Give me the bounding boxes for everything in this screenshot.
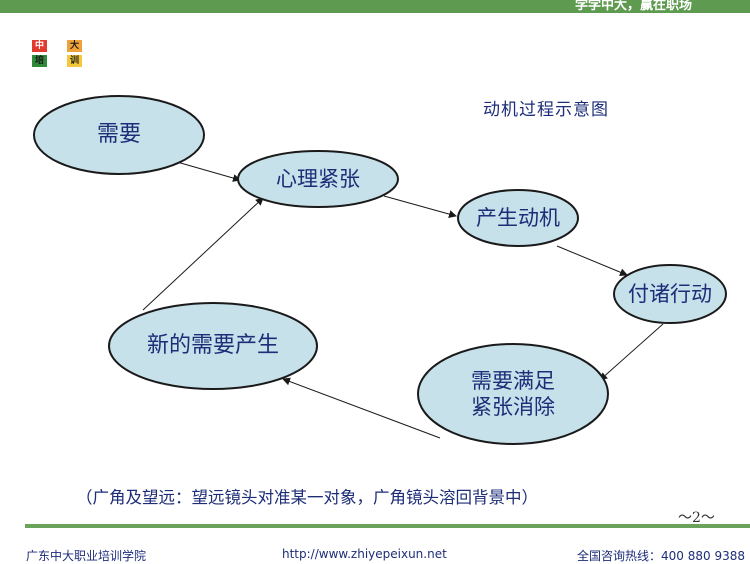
edge-motive-to-action — [556, 245, 628, 277]
logo-char-top-left: 中 — [32, 40, 47, 52]
edge-new_need-to-tension — [142, 197, 264, 311]
header-slogan: 学学中大，赢在职场 — [574, 0, 692, 13]
caption: （广角及望远：望远镜头对准某一对象，广角镜头溶回背景中） — [76, 488, 538, 507]
logo: 中 大 培 训 — [31, 40, 99, 68]
footer-divider — [25, 524, 750, 528]
node-satisfied — [417, 343, 609, 445]
logo-char-bottom-left: 培 — [32, 55, 47, 67]
node-tension — [237, 150, 399, 208]
node-label-motive: 产生动机 — [476, 205, 560, 230]
edge-satisfied-to-new_need — [282, 377, 441, 439]
page-number: ～2～ — [678, 510, 715, 526]
node-new_need — [108, 302, 318, 390]
logo-char-bottom-right: 训 — [67, 55, 82, 67]
edge-need-to-tension — [176, 161, 241, 182]
footer-url: http://www.zhiyepeixun.net — [282, 547, 447, 561]
footer-org: 广东中大职业培训学院 — [26, 549, 147, 563]
diagram-nodes — [33, 95, 727, 445]
edge-tension-to-motive — [383, 195, 457, 218]
node-label-action: 付诸行动 — [628, 281, 712, 306]
node-motive — [457, 189, 579, 247]
node-label-new_need: 新的需要产生 — [146, 333, 279, 359]
node-action — [613, 264, 727, 324]
diagram-edges — [142, 161, 664, 439]
logo-char-top-right: 大 — [67, 40, 82, 52]
node-label-need: 需要 — [96, 122, 141, 148]
edge-action-to-satisfied — [599, 323, 664, 381]
footer-hotline: 全国咨询热线：400 880 9388 — [577, 549, 745, 563]
node-label-satisfied: 需要满足 紧张消除 — [471, 368, 555, 419]
diagram-title: 动机过程示意图 — [483, 100, 609, 120]
node-need — [33, 95, 205, 175]
top-banner: 学学中大，赢在职场 — [0, 0, 750, 13]
node-label-tension: 心理紧张 — [276, 166, 360, 191]
